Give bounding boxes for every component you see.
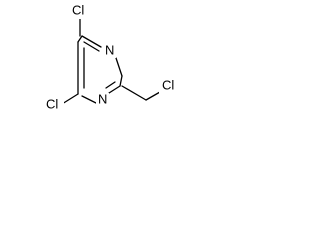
bond-c6-n1 [81, 35, 102, 48]
atom-cl-top: Cl [72, 2, 84, 17]
bond-c2-n3-inner [105, 81, 116, 89]
bond-c5-c6 [77, 35, 83, 43]
bond-ch2-cl [145, 91, 161, 101]
bond-n1-c2-b [115, 57, 123, 77]
bond-c4-cl [61, 93, 79, 105]
bond-n1-c2 [119, 75, 123, 87]
ring-bonds [77, 35, 123, 104]
atom-labels: Cl N N Cl Cl [44, 2, 181, 112]
atom-n-upper: N [105, 42, 114, 57]
bond-c6-n1-inner [83, 41, 100, 52]
atom-n-lower: N [98, 91, 107, 106]
chemical-structure-diagram: Cl N N Cl Cl [44, 2, 181, 112]
bond-n3-c4 [81, 95, 97, 104]
bond-c2-n3 [108, 85, 121, 94]
atom-cl-bottom-left: Cl [46, 96, 58, 111]
substituent-bonds [61, 17, 161, 105]
atom-cl-side-chain: Cl [162, 77, 174, 92]
bond-c2-ch2 [121, 85, 147, 101]
